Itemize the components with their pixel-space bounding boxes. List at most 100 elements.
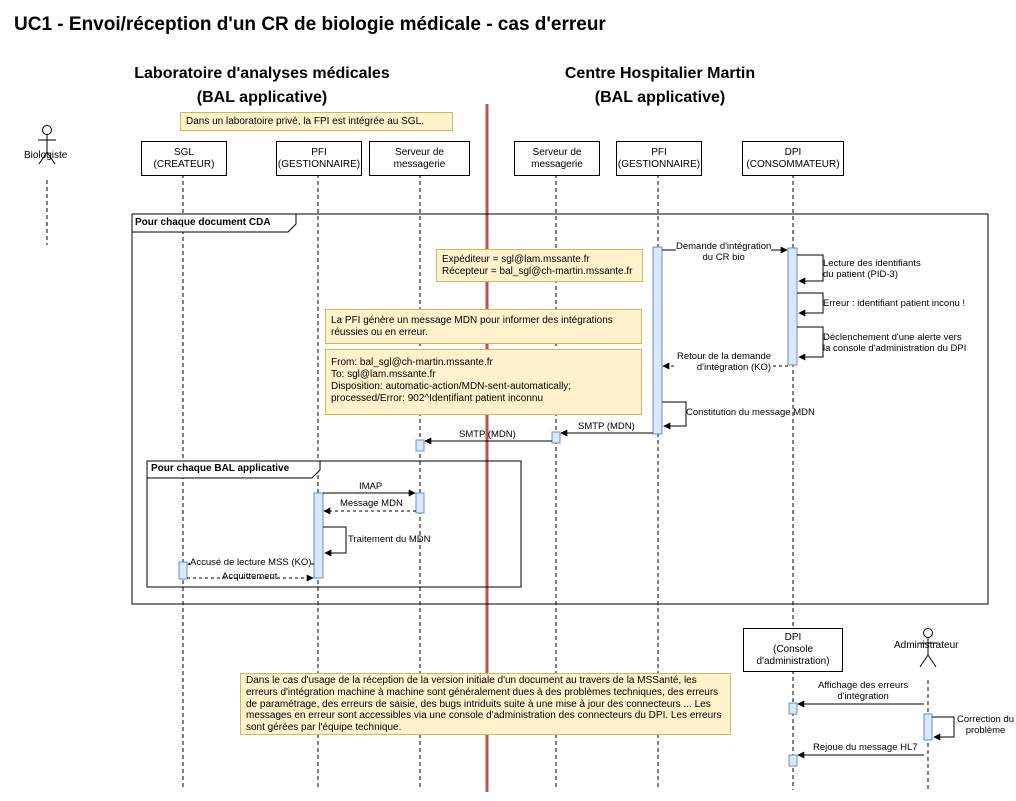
- msg-traitement-arrow: [323, 526, 347, 557]
- actor-pfi-lab-name: PFI: [311, 146, 327, 158]
- org-centre-hospitalier-bal: (BAL applicative): [594, 89, 726, 106]
- msg-traitement-label: Traitement du MDN: [348, 534, 431, 545]
- note-mdn: La PFI génère un message MDN pour inform…: [325, 309, 642, 344]
- msg-correction-label: Correction du problème: [957, 714, 1014, 736]
- note-private-lab: Dans un laboratoire privé, la FPI est in…: [180, 112, 453, 131]
- msg-acquittement-label: Acquittement: [222, 571, 278, 582]
- note-usecase-line5: sont gérées par l'équipe technique.: [246, 722, 402, 734]
- msg-message-mdn-label: Message MDN: [340, 498, 403, 509]
- actor-biologiste-label: Biologiste: [24, 150, 68, 161]
- frame-outer: [131, 213, 989, 605]
- org-centre-hospitalier-name: Centre Hospitalier Martin: [564, 65, 756, 82]
- actor-biologiste-figure: [38, 125, 56, 165]
- actor-serveur-lab: Serveur de messagerie: [369, 141, 470, 176]
- msg-demande-line1: Demande d'intégration: [676, 241, 772, 252]
- msg-lecture-arrow: [797, 254, 824, 285]
- frame-inner: [146, 460, 522, 588]
- msg-erreur-arrow: [797, 292, 824, 317]
- msg-retour-label: Retour de la demande d'intégration (KO): [677, 351, 772, 373]
- msg-lecture-line2: du patient (PID-3): [823, 269, 898, 280]
- activation-serveur-lab-imap: [415, 492, 425, 514]
- note-private-lab-text: Dans un laboratoire privé, la FPI est in…: [186, 116, 424, 127]
- note-usecase: Dans le cas d'usage de la réception de l…: [240, 673, 731, 735]
- activation-serveur-ch: [551, 431, 561, 444]
- note-mdn-line1: La PFI génère un message MDN pour inform…: [331, 315, 613, 326]
- activation-dpi: [787, 247, 798, 366]
- msg-correction-arrow: [932, 716, 955, 741]
- actor-sgl: SGL (CREATEUR): [141, 141, 227, 176]
- msg-constitution-arrow: [662, 401, 687, 430]
- msg-alerte-arrow: [797, 326, 824, 361]
- actor-administrateur-figure: [919, 628, 937, 668]
- msg-alerte-line2: la console d'administration du DPI: [823, 343, 967, 354]
- frame-outer-label: Pour chaque document CDA: [135, 217, 271, 228]
- actor-pfi-lab-role: (GESTIONNAIRE): [277, 158, 361, 170]
- note-usecase-line4: messages en erreur sont accessibles via …: [246, 710, 722, 722]
- activation-sgl: [178, 561, 188, 580]
- msg-erreur-label: Erreur : identifiant patient inconu !: [823, 298, 966, 309]
- msg-retour-line1: Retour de la demande: [677, 351, 772, 362]
- msg-smtp2-label: SMTP (MDN): [459, 429, 516, 440]
- msg-affichage-line2: d'intégration: [837, 691, 889, 702]
- org-centre-hospitalier: Centre Hospitalier Martin (BAL applicati…: [530, 62, 790, 110]
- actor-serveur-ch-line2: messagerie: [531, 158, 583, 170]
- actor-pfi-ch-name: PFI: [651, 146, 667, 158]
- frame-inner-label: Pour chaque BAL applicative: [151, 463, 290, 474]
- org-laboratoire: Laboratoire d'analyses médicales (BAL ap…: [112, 62, 412, 110]
- actor-dpi-role: (CONSOMMATEUR): [746, 158, 840, 170]
- msg-correction-line1: Correction du: [957, 714, 1015, 725]
- note-mdn-to: To: sgl@lam.mssante.fr: [331, 369, 436, 380]
- note-usecase-line3: de paramétrage, des erreurs de saisie, d…: [246, 698, 711, 710]
- actor-dpi: DPI (CONSOMMATEUR): [742, 141, 844, 176]
- activation-pfi-lab: [313, 492, 324, 579]
- note-usecase-line2: erreurs d'intégration machine à machine …: [246, 686, 719, 698]
- actor-serveur-ch-line1: Serveur de: [532, 146, 582, 158]
- note-mdn-headers: From: bal_sgl@ch-martin.mssante.fr To: s…: [325, 349, 642, 415]
- actor-dpi-console-line3: d'administration): [756, 656, 830, 667]
- page-title: UC1 - Envoi/réception d'un CR de biologi…: [14, 14, 606, 35]
- actor-serveur-ch: Serveur de messagerie: [514, 141, 600, 176]
- actor-pfi-lab: PFI (GESTIONNAIRE): [276, 141, 362, 176]
- note-usecase-line1: Dans le cas d'usage de la réception de l…: [246, 675, 697, 686]
- msg-lecture-line1: Lecture des identifiants: [823, 258, 921, 269]
- actor-sgl-name: SGL: [173, 146, 194, 158]
- activation-dpi-console-2: [788, 754, 798, 767]
- actor-administrateur-label: Administrateur: [894, 640, 959, 651]
- msg-smtp1-label: SMTP (MDN): [578, 421, 635, 432]
- activation-administrateur: [923, 713, 933, 741]
- actor-pfi-ch-role: (GESTIONNAIRE): [617, 158, 701, 170]
- actor-sgl-role: (CREATEUR): [153, 158, 215, 170]
- msg-accuse-label: Accusé de lecture MSS (KO): [190, 557, 312, 568]
- msg-alerte-label: Déclenchement d'une alerte vers la conso…: [823, 332, 966, 354]
- activation-pfi-ch: [652, 246, 663, 435]
- msg-alerte-line1: Déclenchement d'une alerte vers: [823, 332, 962, 343]
- msg-constitution-label: Constitution du message MDN: [686, 407, 815, 418]
- msg-demande-line2: du CR bio: [702, 252, 745, 263]
- note-mdn-error: processed/Error: 902^Identifiant patient…: [331, 393, 544, 404]
- msg-correction-line2: problème: [965, 725, 1006, 736]
- msg-affichage-label: Affichage des erreurs d'intégration: [818, 680, 908, 702]
- msg-affichage-line1: Affichage des erreurs: [818, 680, 909, 691]
- org-laboratoire-name: Laboratoire d'analyses médicales: [134, 65, 390, 82]
- msg-rejoue-label: Rejoue du message HL7: [813, 742, 918, 753]
- org-laboratoire-bal: (BAL applicative): [196, 89, 328, 106]
- actor-serveur-lab-line1: Serveur de: [395, 146, 444, 158]
- actor-pfi-ch: PFI (GESTIONNAIRE): [616, 141, 702, 176]
- frame-inner-tab: [146, 460, 321, 479]
- msg-demande-label: Demande d'intégration du CR bio: [676, 241, 772, 263]
- note-sender: Expéditeur = sgl@lam.mssante.fr: [442, 254, 590, 265]
- msg-retour-line2: d'intégration (KO): [696, 362, 772, 373]
- actor-dpi-console-line1: DPI: [784, 632, 802, 643]
- activation-serveur-lab: [415, 439, 425, 452]
- actor-serveur-lab-line2: messagerie: [393, 158, 446, 170]
- actor-dpi-console: DPI (Console d'administration): [743, 628, 843, 672]
- note-mdn-from: From: bal_sgl@ch-martin.mssante.fr: [331, 357, 493, 368]
- frame-outer-tab: [131, 213, 297, 233]
- note-receiver: Récepteur = bal_sgl@ch-martin.mssante.fr: [442, 266, 633, 277]
- actor-dpi-name: DPI: [784, 146, 802, 158]
- note-mdn-disposition: Disposition: automatic-action/MDN-sent-a…: [331, 381, 572, 392]
- note-mdn-line2: réussies ou en erreur.: [331, 327, 428, 338]
- note-sender-receiver: Expéditeur = sgl@lam.mssante.fr Récepteu…: [436, 249, 643, 282]
- actor-dpi-console-line2: (Console: [772, 644, 814, 655]
- msg-imap-label: IMAP: [359, 481, 383, 492]
